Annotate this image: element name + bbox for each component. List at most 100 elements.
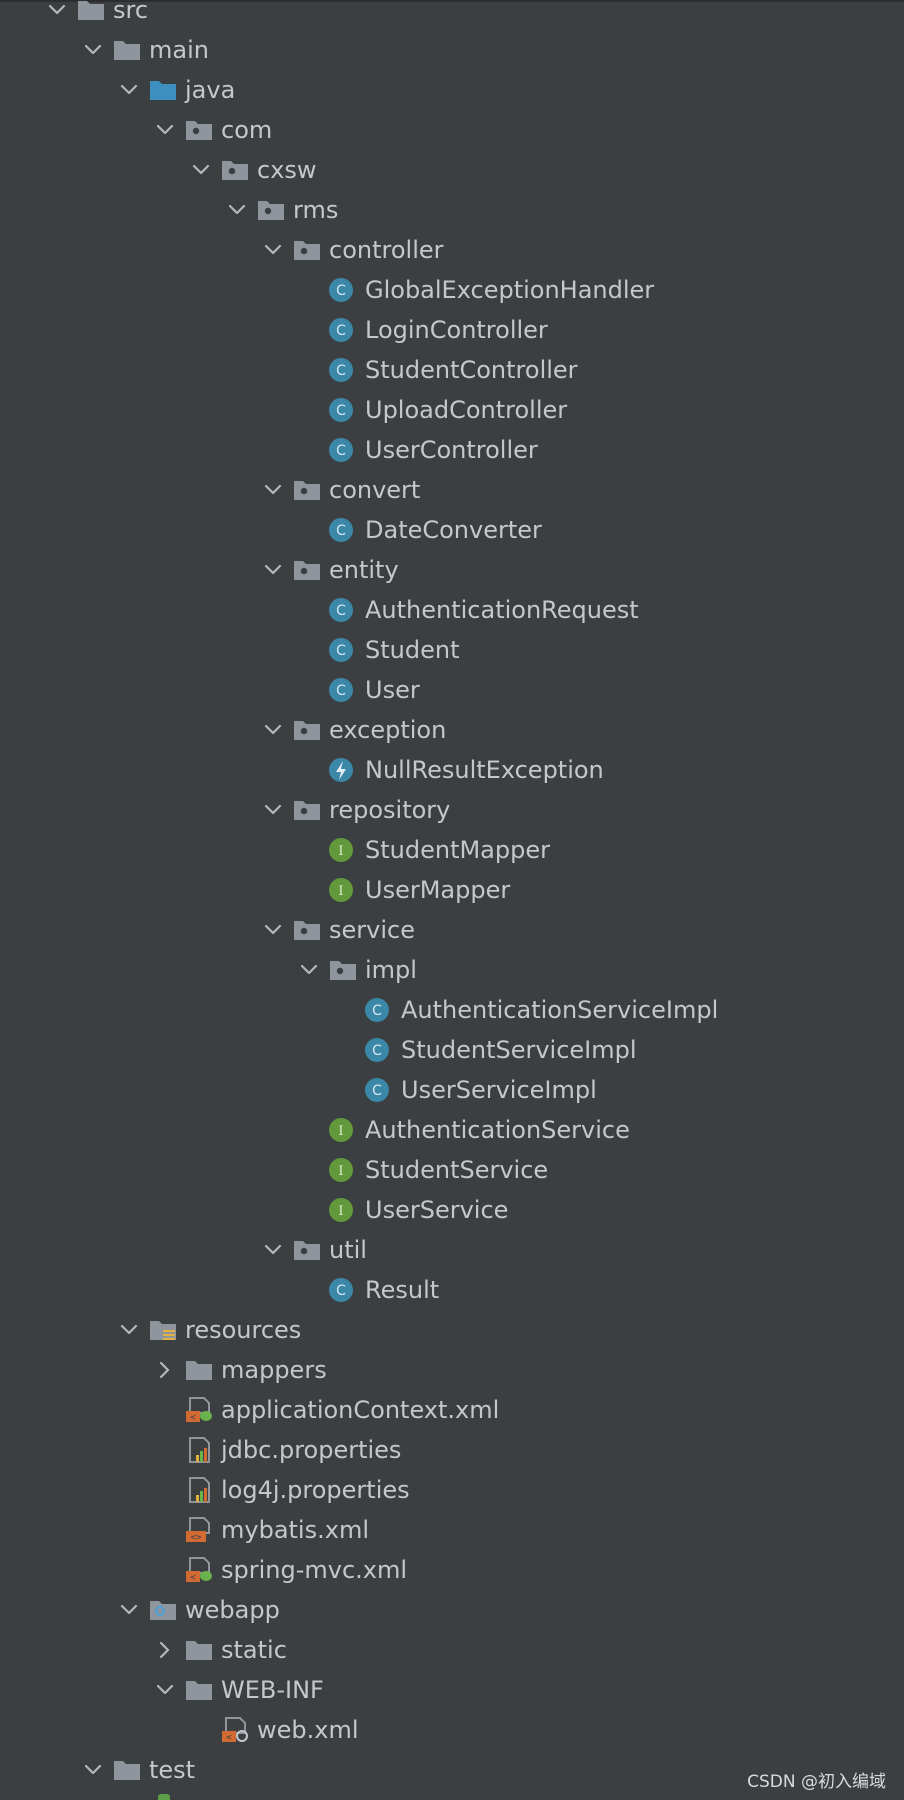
- tree-item-label: test: [149, 1756, 196, 1784]
- chevron-down-icon[interactable]: [264, 710, 286, 750]
- tree-item-label: util: [329, 1236, 367, 1264]
- chevron-down-icon[interactable]: [120, 70, 142, 110]
- tree-row-entity[interactable]: entity: [0, 550, 904, 590]
- tree-item-label: src: [113, 0, 149, 24]
- tree-row-controller[interactable]: controller: [0, 230, 904, 270]
- chevron-down-icon[interactable]: [84, 1750, 106, 1790]
- tree-row-mappers[interactable]: mappers: [0, 1350, 904, 1390]
- tree-row-src[interactable]: src: [0, 0, 904, 30]
- window-top-border: [0, 0, 904, 2]
- tree-item-label: Student: [365, 636, 460, 664]
- tree-item-label: main: [149, 36, 209, 64]
- tree-item-label: User: [365, 676, 420, 704]
- tree-item-label: AuthenticationRequest: [365, 596, 639, 624]
- tree-row-log4j-properties[interactable]: log4j.properties: [0, 1470, 904, 1510]
- svg-text:I: I: [338, 1164, 343, 1179]
- class-icon: C: [328, 636, 358, 664]
- interface-icon: I: [328, 1196, 358, 1224]
- tree-row-mybatis-xml[interactable]: <>mybatis.xml: [0, 1510, 904, 1550]
- next-item-icon-fragment: [158, 1794, 170, 1800]
- tree-item-label: StudentServiceImpl: [401, 1036, 637, 1064]
- chevron-down-icon[interactable]: [300, 950, 322, 990]
- chevron-down-icon[interactable]: [264, 910, 286, 950]
- chevron-down-icon[interactable]: [156, 110, 178, 150]
- tree-row-dateconverter[interactable]: C DateConverter: [0, 510, 904, 550]
- class-icon: C: [328, 396, 358, 424]
- tree-row-main[interactable]: main: [0, 30, 904, 70]
- chevron-down-icon[interactable]: [264, 790, 286, 830]
- tree-item-label: UserMapper: [365, 876, 511, 904]
- tree-row-exception[interactable]: exception: [0, 710, 904, 750]
- tree-row-test[interactable]: test: [0, 1750, 904, 1790]
- chevron-down-icon[interactable]: [264, 1230, 286, 1270]
- exception-icon: [328, 756, 358, 784]
- package-icon: [292, 716, 322, 744]
- tree-row-com[interactable]: com: [0, 110, 904, 150]
- web-xml-icon: <: [220, 1716, 250, 1744]
- folder-gray-icon: [184, 1356, 214, 1384]
- properties-icon: [184, 1476, 214, 1504]
- chevron-down-icon[interactable]: [264, 230, 286, 270]
- chevron-down-icon[interactable]: [228, 190, 250, 230]
- tree-row-static[interactable]: static: [0, 1630, 904, 1670]
- folder-gray-icon: [184, 1636, 214, 1664]
- tree-item-label: UserController: [365, 436, 538, 464]
- tree-row-web-inf[interactable]: WEB-INF: [0, 1670, 904, 1710]
- svg-text:C: C: [336, 523, 346, 539]
- tree-row-resources[interactable]: resources: [0, 1310, 904, 1350]
- chevron-right-icon[interactable]: [156, 1630, 178, 1670]
- spring-xml-icon: <: [184, 1556, 214, 1584]
- tree-item-label: GlobalExceptionHandler: [365, 276, 655, 304]
- chevron-down-icon[interactable]: [120, 1310, 142, 1350]
- chevron-right-icon[interactable]: [156, 1350, 178, 1390]
- chevron-down-icon[interactable]: [192, 150, 214, 190]
- chevron-down-icon[interactable]: [48, 0, 70, 30]
- tree-item-label: mappers: [221, 1356, 327, 1384]
- tree-row-webapp[interactable]: webapp: [0, 1590, 904, 1630]
- tree-row-repository[interactable]: repository: [0, 790, 904, 830]
- tree-row-util[interactable]: util: [0, 1230, 904, 1270]
- tree-row-cxsw[interactable]: cxsw: [0, 150, 904, 190]
- chevron-down-icon[interactable]: [84, 30, 106, 70]
- tree-row-spring-mvc-xml[interactable]: <spring-mvc.xml: [0, 1550, 904, 1590]
- class-icon: C: [328, 596, 358, 624]
- tree-row-rms[interactable]: rms: [0, 190, 904, 230]
- class-icon: C: [328, 676, 358, 704]
- tree-item-label: AuthenticationService: [365, 1116, 630, 1144]
- tree-item-label: NullResultException: [365, 756, 604, 784]
- chevron-down-icon[interactable]: [120, 1590, 142, 1630]
- folder-gray-icon: [112, 1756, 142, 1784]
- chevron-down-icon[interactable]: [264, 550, 286, 590]
- tree-row-web-xml[interactable]: <web.xml: [0, 1710, 904, 1750]
- tree-row-java[interactable]: java: [0, 70, 904, 110]
- tree-row-impl[interactable]: impl: [0, 950, 904, 990]
- tree-row-service[interactable]: service: [0, 910, 904, 950]
- tree-item-label: WEB-INF: [221, 1676, 324, 1704]
- tree-row-nullresultexception[interactable]: NullResultException: [0, 750, 904, 790]
- chevron-down-icon[interactable]: [264, 470, 286, 510]
- tree-row-jdbc-properties[interactable]: jdbc.properties: [0, 1430, 904, 1470]
- tree-row-convert[interactable]: convert: [0, 470, 904, 510]
- chevron-down-icon[interactable]: [156, 1670, 178, 1710]
- tree-row-applicationcontext-xml[interactable]: <applicationContext.xml: [0, 1390, 904, 1430]
- package-icon: [292, 796, 322, 824]
- tree-item-label: DateConverter: [365, 516, 542, 544]
- class-icon: C: [328, 276, 358, 304]
